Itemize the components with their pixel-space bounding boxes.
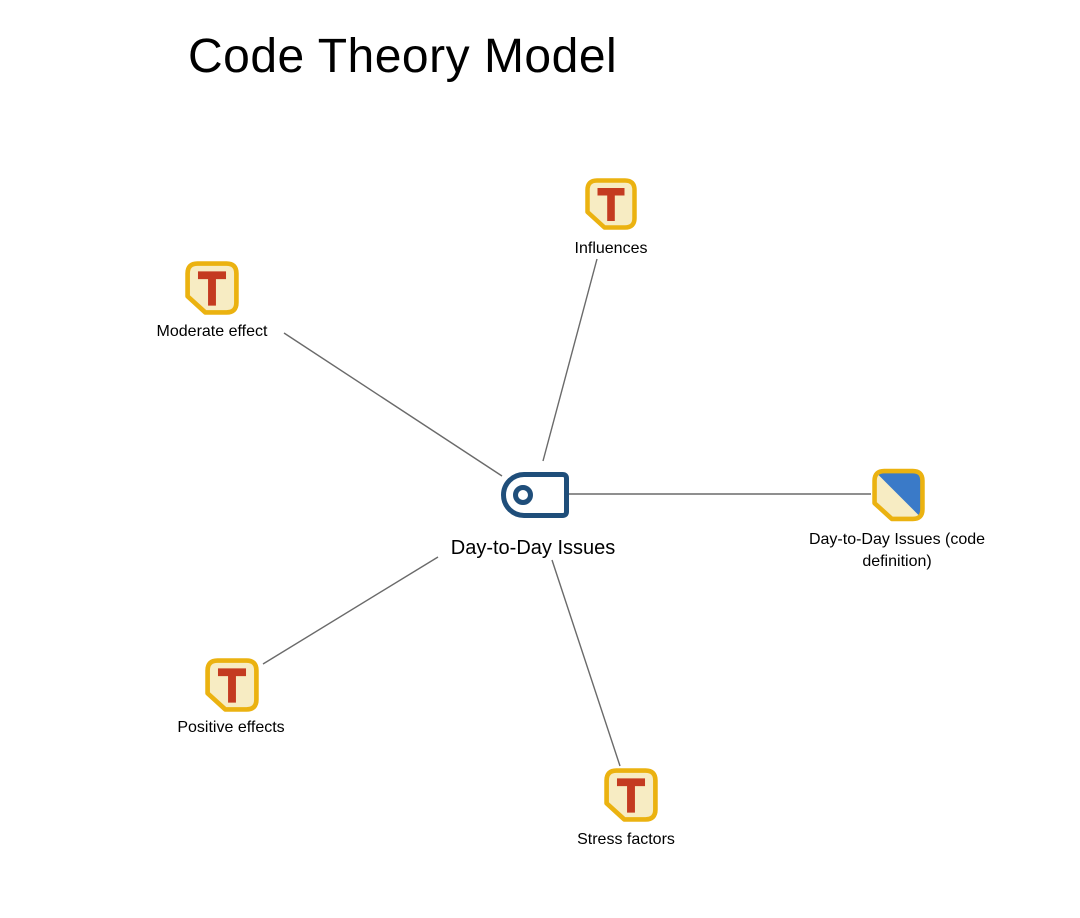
node-label-positive-effects: Positive effects bbox=[177, 719, 285, 736]
node-label-moderate-effect: Moderate effect bbox=[156, 323, 268, 340]
edge-central-to-influences bbox=[542, 258, 598, 462]
edge-central-to-moderate-effect bbox=[283, 332, 503, 477]
code-tag-icon[interactable] bbox=[501, 472, 569, 518]
edge-central-to-stress-factors bbox=[551, 559, 621, 767]
memo-t-icon[interactable] bbox=[185, 261, 239, 315]
memo-t-icon[interactable] bbox=[585, 178, 637, 230]
node-label-code-definition: Day-to-Day Issues (code definition) bbox=[808, 531, 986, 570]
node-label-stress-factors: Stress factors bbox=[577, 831, 675, 848]
node-label-central: Day-to-Day Issues bbox=[450, 537, 616, 559]
edge-central-to-positive-effects bbox=[262, 556, 439, 665]
code-definition-icon[interactable] bbox=[872, 468, 925, 522]
node-label-influences: Influences bbox=[574, 240, 648, 257]
memo-t-icon[interactable] bbox=[604, 768, 658, 822]
memo-t-icon[interactable] bbox=[205, 658, 259, 712]
page-title: Code Theory Model bbox=[188, 30, 618, 83]
